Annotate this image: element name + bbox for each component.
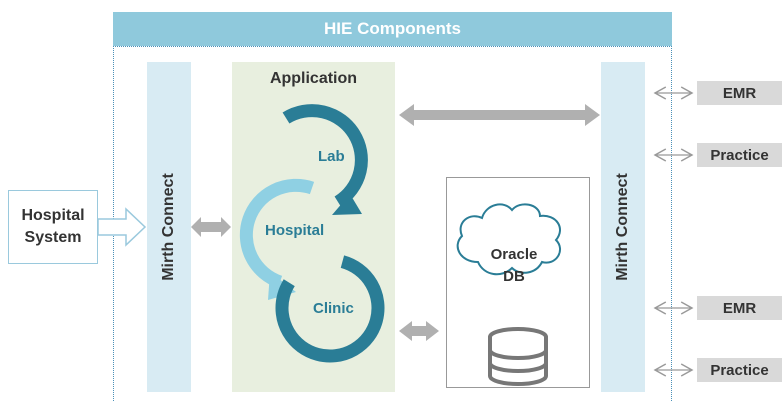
external-practice-top-label: Practice bbox=[710, 146, 769, 164]
lab-label: Lab bbox=[318, 148, 345, 165]
external-emr-top: EMR bbox=[697, 81, 782, 105]
oracle-db-label: Oracle DB bbox=[474, 244, 554, 288]
external-emr-bottom-label: EMR bbox=[722, 299, 757, 317]
oracle-db-line2: DB bbox=[503, 268, 525, 285]
banner-title: HIE Components bbox=[324, 19, 461, 38]
hospital-label: Hospital bbox=[265, 222, 325, 239]
hospital-system-line1: Hospital bbox=[21, 207, 85, 224]
database-cylinder-icon bbox=[488, 327, 548, 386]
clinic-cycle-ring bbox=[275, 253, 385, 363]
hospital-system-line2: System bbox=[24, 229, 82, 246]
external-practice-bottom-label: Practice bbox=[710, 361, 769, 379]
clinic-label: Clinic bbox=[313, 300, 354, 317]
mirth-to-app-arrow bbox=[191, 217, 231, 237]
external-emr-top-label: EMR bbox=[722, 84, 757, 102]
hie-components-banner: HIE Components bbox=[113, 12, 672, 46]
mirth-connect-right: Mirth Connect bbox=[601, 62, 645, 392]
application-title: Application bbox=[269, 70, 358, 87]
external-practice-top: Practice bbox=[697, 143, 782, 167]
external-practice-bottom: Practice bbox=[697, 358, 782, 382]
lab-arrowhead bbox=[332, 194, 362, 215]
external-emr-bottom: EMR bbox=[697, 296, 782, 320]
hospital-system-box: Hospital System bbox=[8, 190, 98, 264]
lab-cycle-arc bbox=[282, 104, 368, 208]
oracle-cloud bbox=[456, 203, 561, 276]
app-to-mirth-top-arrow bbox=[399, 104, 600, 126]
clinic-to-db-arrow bbox=[399, 321, 439, 341]
mirth-connect-left: Mirth Connect bbox=[147, 62, 191, 392]
hospital-input-arrow bbox=[97, 207, 147, 247]
oracle-db-line1: Oracle bbox=[490, 246, 538, 263]
hospital-cycle-arc bbox=[239, 178, 315, 289]
